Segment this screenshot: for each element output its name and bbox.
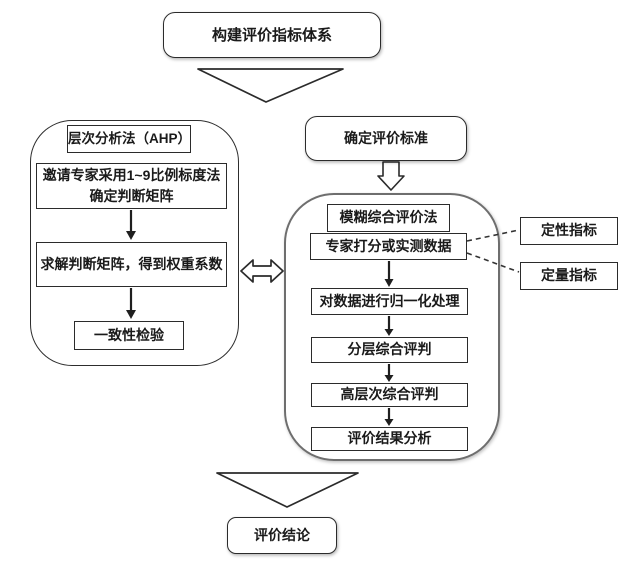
double-arrow-icon: [240, 259, 284, 283]
fuzzy-step-result-analysis: 评价结果分析: [311, 427, 468, 451]
block-arrow-down-icon: [377, 161, 405, 191]
fuzzy-step-layered-evaluation: 分层综合评判: [311, 337, 468, 363]
fuzzy-step-high-level-evaluation: 高层次综合评判: [311, 383, 468, 407]
node-determine-evaluation-criteria: 确定评价标准: [305, 116, 467, 161]
ahp-step-judgment-matrix: 邀请专家采用1~9比例标度法确定判断矩阵: [36, 163, 227, 209]
node-evaluation-conclusion: 评价结论: [227, 517, 337, 554]
node-qualitative-indicators: 定性指标: [520, 217, 618, 245]
ahp-panel-title: 层次分析法（AHP）: [67, 125, 191, 153]
node-build-evaluation-index-system: 构建评价指标体系: [163, 12, 381, 58]
triangle-down-icon-top: [197, 68, 344, 103]
fuzzy-step-normalization: 对数据进行归一化处理: [311, 288, 468, 315]
fuzzy-step-expert-scoring-data: 专家打分或实测数据: [310, 233, 467, 260]
triangle-down-icon-bottom: [216, 472, 359, 508]
node-quantitative-indicators: 定量指标: [520, 262, 618, 290]
ahp-step-consistency-check: 一致性检验: [74, 321, 184, 350]
ahp-step-weight-coefficients: 求解判断矩阵，得到权重系数: [36, 242, 227, 287]
fuzzy-group-container: [284, 193, 500, 461]
fuzzy-panel-title: 模糊综合评价法: [327, 204, 450, 232]
ahp-group-container: [30, 120, 239, 366]
